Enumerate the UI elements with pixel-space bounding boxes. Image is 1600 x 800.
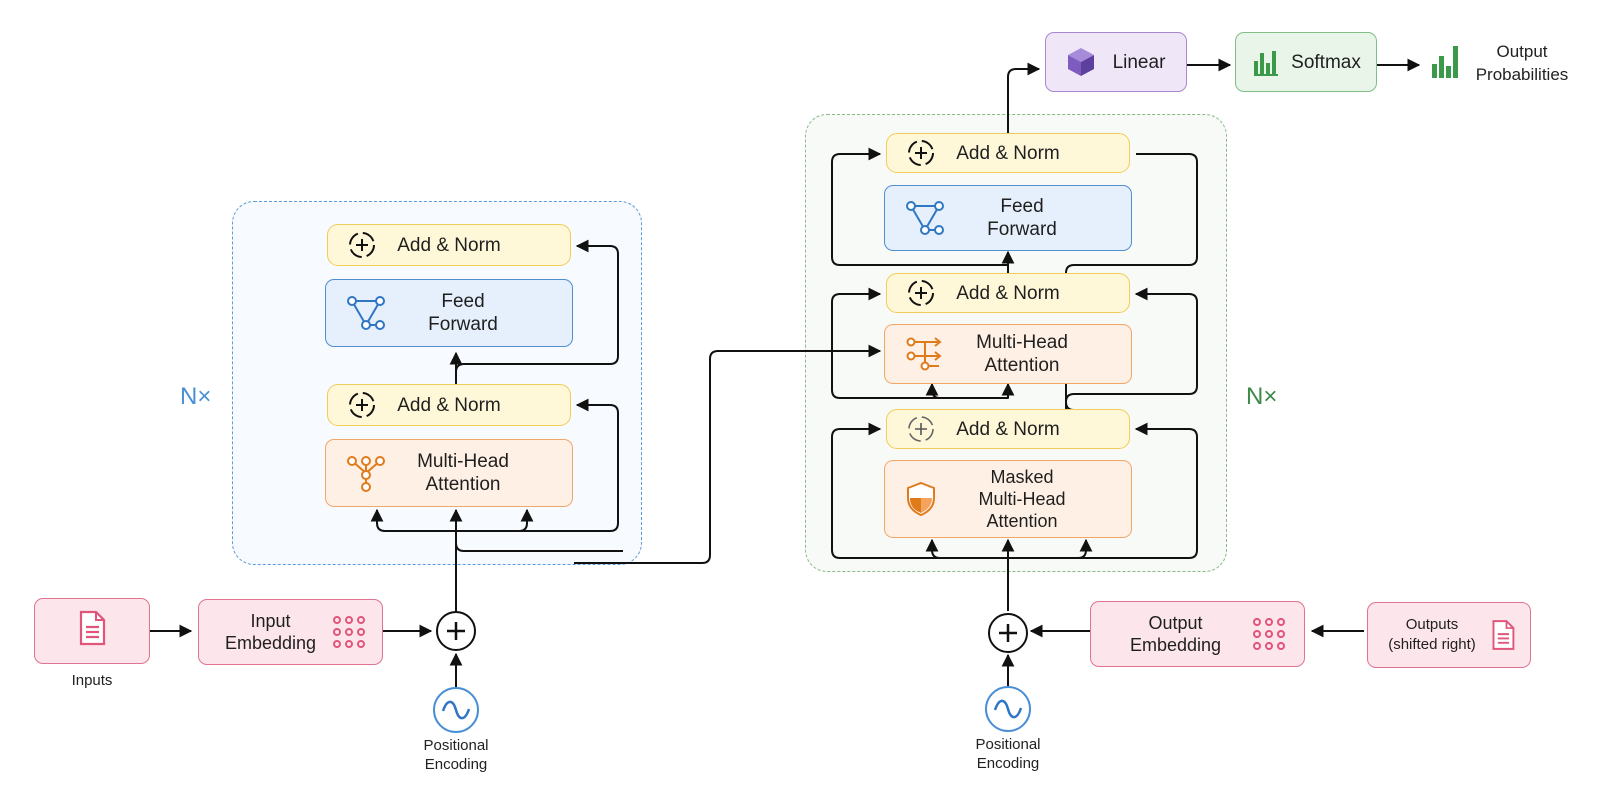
cube-icon xyxy=(1066,46,1096,84)
shield-icon xyxy=(905,481,937,523)
dot-grid-icon xyxy=(1252,617,1286,657)
sine-wave-icon xyxy=(993,699,1023,719)
decoder-feed-forward: Feed Forward xyxy=(884,185,1132,251)
positional-encoding-right-label: Positional Encoding xyxy=(975,736,1041,772)
add-circle-icon xyxy=(907,415,935,449)
softmax-layer: Softmax xyxy=(1235,32,1377,92)
decoder-add-norm-top: Add & Norm xyxy=(886,133,1130,173)
encoder-repeat-label: N× xyxy=(180,383,212,410)
attention-tree-icon xyxy=(905,334,945,380)
encoder-branch-k xyxy=(456,508,534,532)
decoder-residual-left-3 xyxy=(831,147,1008,266)
bar-chart-icon xyxy=(1252,47,1280,83)
add-circle-icon xyxy=(348,231,376,265)
sine-wave-icon xyxy=(441,700,471,720)
encoder-feed-forward: Feed Forward xyxy=(325,279,573,347)
encoder-branch-q xyxy=(370,508,456,532)
encoder-to-decoder-connection xyxy=(455,531,623,552)
encoder-multi-head-attention: Multi-Head Attention xyxy=(325,439,573,507)
positional-encoding-left-label: Positional Encoding xyxy=(423,737,489,773)
document-icon xyxy=(1490,619,1516,657)
decoder-residual-right-3 xyxy=(1065,153,1198,274)
decoder-to-linear xyxy=(1007,62,1041,134)
output-embedding: Output Embedding xyxy=(1090,601,1305,667)
encoder-add-norm-mid: Add & Norm xyxy=(327,384,571,426)
encoder-to-decoder-link xyxy=(574,344,882,564)
encoder-sum-node xyxy=(436,611,476,651)
decoder-residual-left-2 xyxy=(831,287,1008,399)
decoder-add-norm-mid: Add & Norm xyxy=(886,273,1130,313)
plus-icon xyxy=(447,622,465,640)
dot-grid-icon xyxy=(332,615,366,655)
decoder-branch-q xyxy=(925,538,1008,559)
decoder-residual-right-1 xyxy=(1008,422,1198,559)
decoder-add-norm-bottom: Add & Norm xyxy=(886,409,1130,449)
positional-encoding-left-node xyxy=(433,687,479,733)
network-graph-icon xyxy=(905,198,945,244)
decoder-masked-multi-head-attention: Masked Multi-Head Attention xyxy=(884,460,1132,538)
linear-layer: Linear xyxy=(1045,32,1187,92)
decoder-multi-head-attention: Multi-Head Attention xyxy=(884,324,1132,384)
decoder-norm1-to-att xyxy=(1008,384,1075,411)
add-circle-icon xyxy=(907,279,935,313)
inputs-label: Inputs xyxy=(71,672,113,689)
output-bar-chart-icon xyxy=(1430,44,1460,85)
network-graph-icon xyxy=(346,293,386,339)
decoder-sum-node xyxy=(988,613,1028,653)
input-embedding: Input Embedding xyxy=(198,599,383,665)
encoder-add-norm-top: Add & Norm xyxy=(327,224,571,266)
document-icon xyxy=(77,610,107,652)
inputs-box xyxy=(34,598,150,664)
decoder-residual-left-1 xyxy=(831,422,1008,559)
add-circle-icon xyxy=(348,391,376,425)
output-probabilities-label: Output Probabilities xyxy=(1475,42,1569,84)
decoder-cross-att-in xyxy=(925,382,1009,399)
encoder-residual-1 xyxy=(456,398,619,532)
encoder-residual-2 xyxy=(455,239,619,384)
attention-tree-icon xyxy=(346,453,386,499)
decoder-repeat-label: N× xyxy=(1246,383,1278,410)
plus-icon xyxy=(999,624,1017,642)
decoder-branch-k xyxy=(1008,538,1093,559)
outputs-shifted-box: Outputs (shifted right) xyxy=(1367,602,1531,668)
decoder-norm1-up xyxy=(1065,287,1198,410)
positional-encoding-right-node xyxy=(985,686,1031,732)
add-circle-icon xyxy=(907,139,935,173)
